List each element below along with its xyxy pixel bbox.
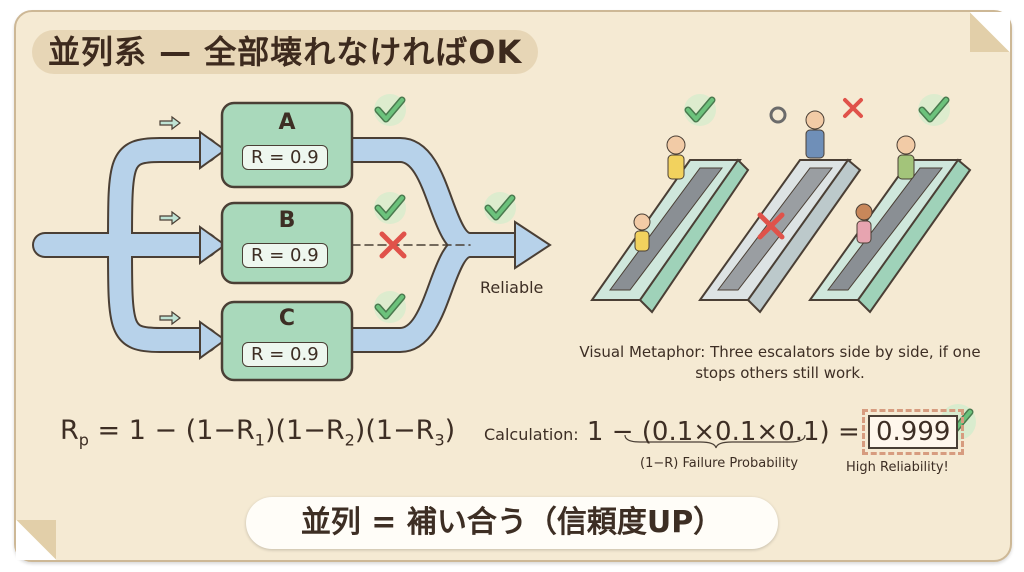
check-icon <box>374 291 406 323</box>
cross-icon <box>843 98 863 118</box>
small-arrow-icon <box>159 311 181 325</box>
arrowhead-b <box>199 225 227 265</box>
block-a-label: A <box>278 110 296 135</box>
arrowhead-c <box>199 320 227 360</box>
brace <box>624 434 806 449</box>
check-icon <box>374 192 406 224</box>
block-c-reliability: R = 0.9 <box>242 342 328 367</box>
block-b-reliability: R = 0.9 <box>242 243 328 268</box>
arrowhead-a <box>199 130 227 170</box>
formula-part: )(1−R <box>354 415 435 446</box>
escalator-working <box>808 135 972 314</box>
escalator-working <box>590 135 750 314</box>
small-arrow-icon <box>159 211 181 225</box>
cross-icon <box>379 231 407 259</box>
metaphor-caption: Visual Metaphor: Three escalators side b… <box>579 343 981 382</box>
formula-sub: 2 <box>344 430 355 450</box>
calculation-result: 0.999 <box>861 409 965 455</box>
check-icon <box>684 94 716 126</box>
page-curl-top-right <box>970 12 1010 52</box>
block-b-label: B <box>278 208 296 233</box>
high-reliability-note: High Reliability! <box>846 460 949 475</box>
output-arrowhead <box>514 220 552 270</box>
calculation-expression: 1 − (0.1×0.1×0.1) = <box>586 417 860 447</box>
small-arrow-icon <box>159 116 181 130</box>
formula-part: ) <box>444 415 456 446</box>
gear-icon <box>769 106 787 124</box>
input-flow-arrows <box>32 137 533 353</box>
failure-probability-note: (1−R) Failure Probability <box>640 456 799 471</box>
page-curl-bottom-left <box>16 520 56 560</box>
calculation: Calculation: 1 − (0.1×0.1×0.1) = 0.999 <box>484 409 965 455</box>
block-c-label: C <box>278 306 296 331</box>
block-a-reliability: R = 0.9 <box>242 145 328 170</box>
check-icon <box>918 94 950 126</box>
page-title: 並列系 — 全部壊れなければOK <box>32 30 539 74</box>
formula-sub: 3 <box>434 430 445 450</box>
formula-sub: p <box>78 430 89 450</box>
parallel-formula: Rp = 1 − (1−R1)(1−R2)(1−R3) <box>60 415 455 449</box>
calculation-label: Calculation: <box>484 425 579 444</box>
escalator-illustration <box>590 94 972 314</box>
formula-part: = 1 − (1−R <box>88 415 255 446</box>
cross-icon <box>757 212 785 240</box>
formula-part: R <box>60 415 79 446</box>
escalator-stopped <box>698 98 863 314</box>
check-icon <box>484 192 516 224</box>
check-icon <box>374 94 406 126</box>
formula-part: )(1−R <box>264 415 345 446</box>
summary-banner: 並列 = 補い合う（信頼度UP） <box>246 497 778 549</box>
output-label: Reliable <box>480 278 544 297</box>
formula-sub: 1 <box>254 430 265 450</box>
